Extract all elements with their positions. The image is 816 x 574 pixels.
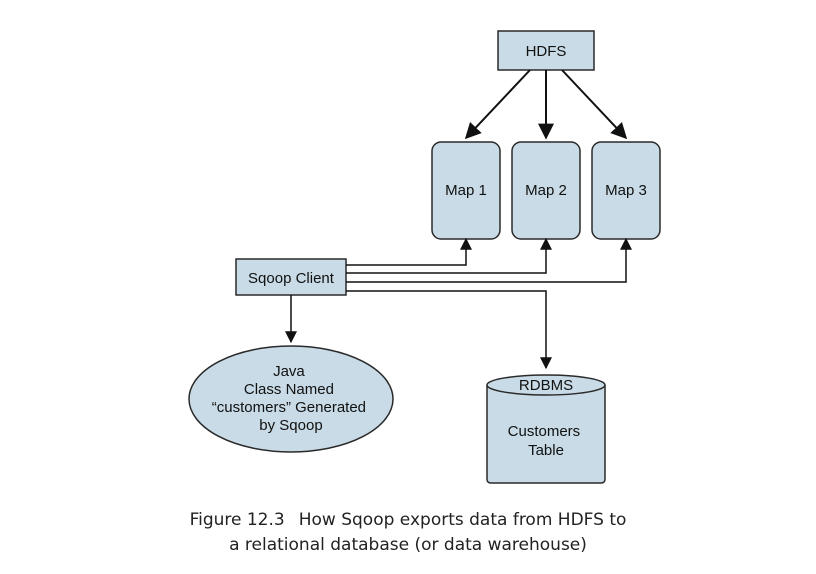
rdbms-table-line-1: Customers: [508, 423, 581, 440]
rdbms-table-label: Customers Table: [508, 423, 585, 459]
arrow-client-map1: [346, 237, 472, 266]
java-class-line-1: Java: [273, 363, 305, 380]
hdfs-label: HDFS: [526, 43, 567, 60]
figure-caption: Figure 12.3 How Sqoop exports data from H…: [0, 508, 816, 558]
java-class-line-2: Class Named: [244, 381, 334, 398]
arrow-client-map3: [346, 237, 632, 283]
rdbms-body: [486, 385, 606, 484]
arrow-client-map2: [346, 237, 552, 274]
sqoop-export-diagram: HDFS Map 1 Map 2 Map 3 Sqoop Client: [188, 30, 661, 484]
rdbms-title: RDBMS: [519, 377, 573, 394]
figure-number: Figure 12.3: [189, 510, 285, 530]
map-1-label: Map 1: [445, 182, 487, 199]
caption-text-1: How Sqoop exports data from HDFS to: [298, 510, 627, 530]
caption-line-1: Figure 12.3 How Sqoop exports data from H…: [0, 508, 816, 533]
rdbms-top: [486, 374, 606, 396]
java-class-line-4: by Sqoop: [259, 417, 322, 434]
hdfs-node: HDFS: [497, 30, 595, 71]
rdbms-node: RDBMS Customers Table: [486, 374, 606, 484]
map-3-label: Map 3: [605, 182, 647, 199]
hdfs-to-maps-arrows: [464, 69, 628, 140]
arrow-client-rdbms: [346, 290, 552, 370]
arrow-hdfs-map3: [561, 69, 628, 140]
sqoop-client-node: Sqoop Client: [235, 258, 347, 296]
java-class-label: Java Class Named “customers” Generated b…: [212, 363, 370, 434]
caption-line-2: a relational database (or data warehouse…: [229, 535, 587, 555]
map-2-node: Map 2: [511, 141, 581, 240]
java-class-node: Java Class Named “customers” Generated b…: [188, 345, 394, 453]
map-1-node: Map 1: [431, 141, 501, 240]
client-connectors: [285, 237, 632, 370]
arrow-hdfs-map1: [464, 69, 531, 140]
map-3-node: Map 3: [591, 141, 661, 240]
map-2-label: Map 2: [525, 182, 567, 199]
java-class-line-3: “customers” Generated: [212, 399, 366, 416]
sqoop-client-label: Sqoop Client: [248, 270, 335, 287]
rdbms-table-line-2: Table: [528, 442, 564, 459]
